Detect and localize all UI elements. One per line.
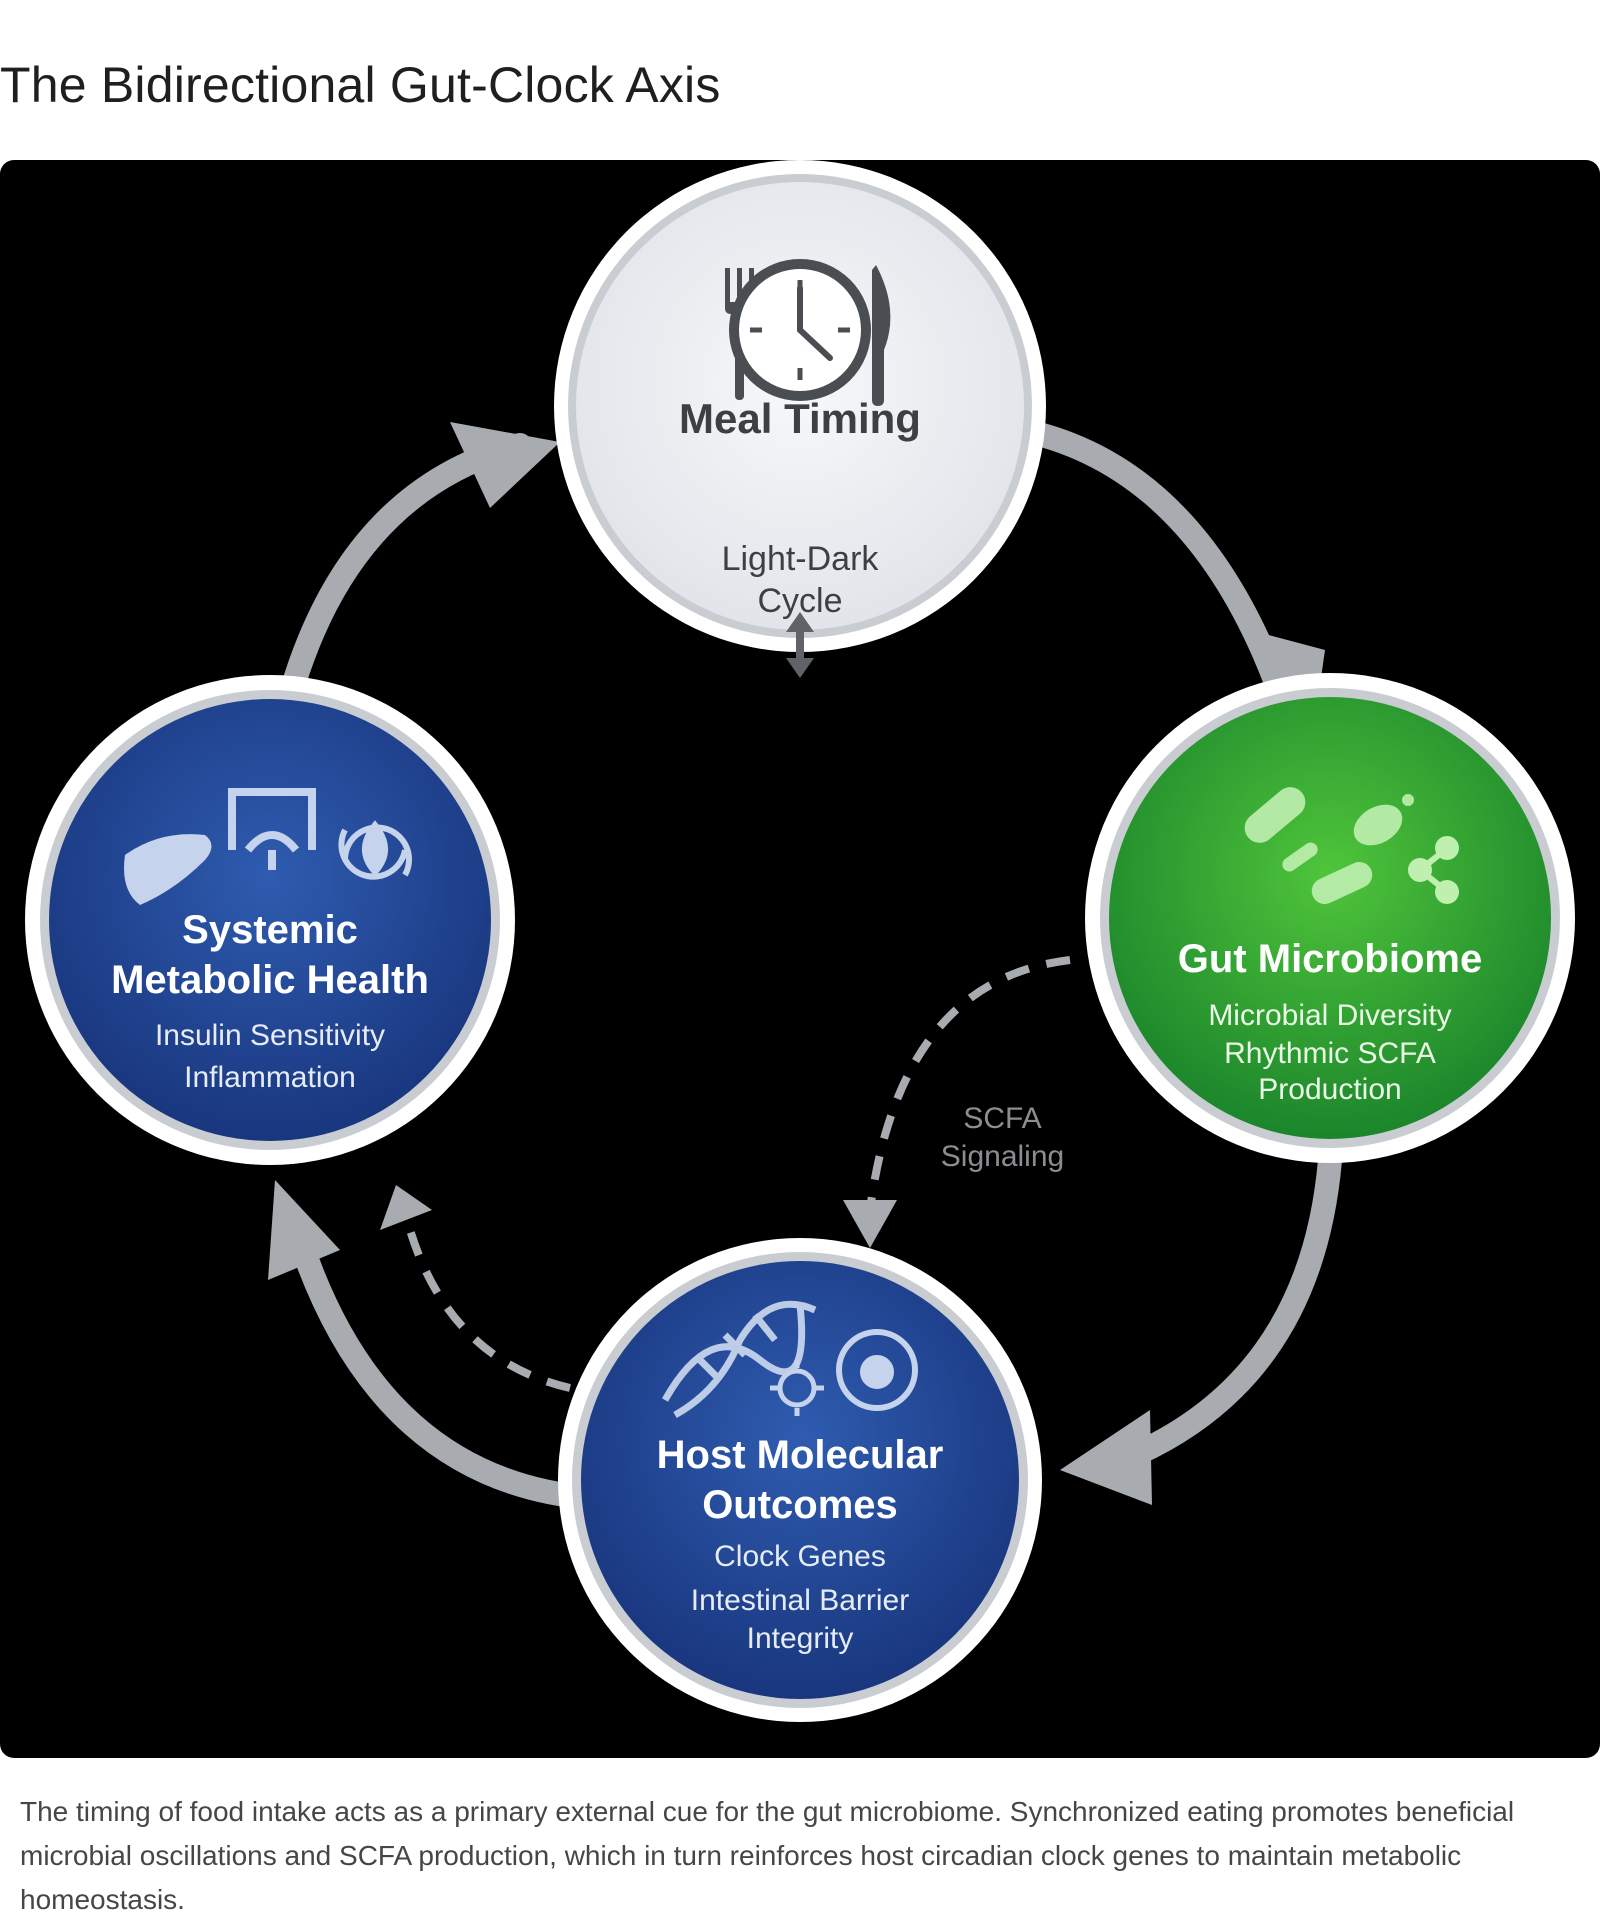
arrow-gut-to-host-head	[1060, 1410, 1152, 1505]
metabolism-icon	[338, 820, 412, 880]
arrow-meal-to-gut	[1000, 416, 1287, 692]
dashed-arrow-host-to-systemic	[406, 1228, 571, 1392]
meal-node-subtitle: Light-Dark Cycle	[721, 540, 879, 620]
intestine-icon	[228, 788, 316, 870]
diagram-canvas	[25, 160, 1575, 1722]
host-node-sub3: Integrity	[746, 1622, 854, 1655]
clock-icon	[729, 259, 871, 401]
host-node-face	[581, 1261, 1019, 1699]
host-node: Host Molecular Outcomes Clock Genes Inte…	[600, 1430, 1000, 1658]
liver-icon	[124, 834, 212, 905]
gut-node-sub3: Production	[1258, 1073, 1402, 1106]
virus-icon	[770, 1360, 824, 1416]
dashed-arrow-scfa-head	[843, 1200, 897, 1248]
scfa-signaling-line2: Signaling	[940, 1140, 1065, 1173]
host-node-sub1: Clock Genes	[714, 1540, 886, 1573]
host-node-sub2: Intestinal Barrier	[690, 1584, 910, 1617]
systemic-node-title-line2: Metabolic Health	[111, 958, 429, 1002]
gut-node-title: Gut Microbiome	[1177, 937, 1483, 981]
scfa-signaling-label: SCFA Signaling	[910, 1100, 1095, 1176]
arrow-gut-to-host	[1098, 1148, 1342, 1477]
gut-node: Gut Microbiome Microbial Diversity Rhyth…	[1130, 935, 1530, 1107]
microbe-icon	[1353, 794, 1414, 846]
dashed-arrow-scfa-signaling	[866, 956, 1071, 1211]
systemic-node-sub2: Inflammation	[184, 1061, 356, 1094]
arrow-host-to-systemic-head	[268, 1180, 340, 1280]
gut-node-face	[1109, 697, 1551, 1139]
meal-node-face	[576, 182, 1024, 630]
page-title: The Bidirectional Gut-Clock Axis	[0, 57, 721, 113]
systemic-node-title-line1: Systemic	[182, 908, 358, 952]
diagram-panel: Meal Timing Light-Dark Cycle Gut Microbi…	[0, 160, 1600, 1758]
meal-node-title: Meal Timing	[679, 395, 921, 442]
gut-node-sub2: Rhythmic SCFA	[1224, 1037, 1436, 1070]
figure-caption: The timing of food intake acts as a prim…	[20, 1796, 1515, 1915]
cell-icon	[836, 1329, 918, 1411]
arrow-systemic-to-meal-head	[450, 422, 560, 508]
knife-icon	[872, 265, 891, 406]
systemic-node-face	[49, 699, 491, 1141]
double-arrow-icon	[786, 612, 814, 678]
systemic-node-sub1: Insulin Sensitivity	[154, 1019, 386, 1052]
meal-node: Meal Timing Light-Dark Cycle	[600, 395, 1000, 622]
dna-icon	[661, 1300, 817, 1419]
arrow-host-to-systemic	[288, 1228, 602, 1510]
host-node-title-line1: Host Molecular	[656, 1433, 944, 1477]
scfa-signaling-line1: SCFA	[963, 1102, 1042, 1135]
molecule-icon	[1408, 836, 1459, 904]
gut-node-sub1: Microbial Diversity	[1208, 999, 1452, 1032]
bacteria-icon	[1244, 787, 1373, 905]
host-node-title-line2: Outcomes	[702, 1483, 898, 1527]
dashed-arrow-host-head	[380, 1185, 432, 1230]
systemic-node: Systemic Metabolic Health Insulin Sensit…	[70, 905, 470, 1099]
